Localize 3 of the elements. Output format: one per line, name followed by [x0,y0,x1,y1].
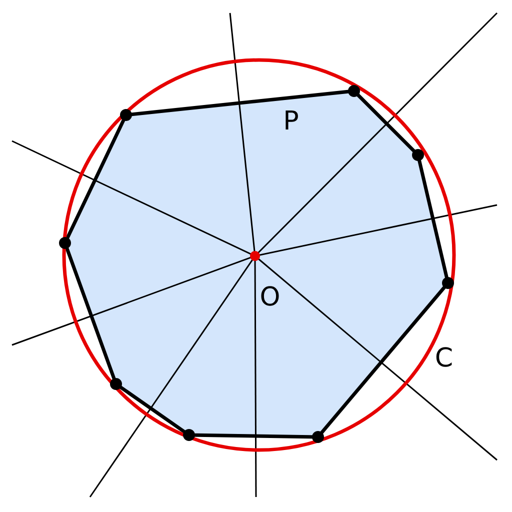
point-label: C [436,347,452,367]
point-label: P [286,110,298,130]
point-label: O [261,286,279,306]
